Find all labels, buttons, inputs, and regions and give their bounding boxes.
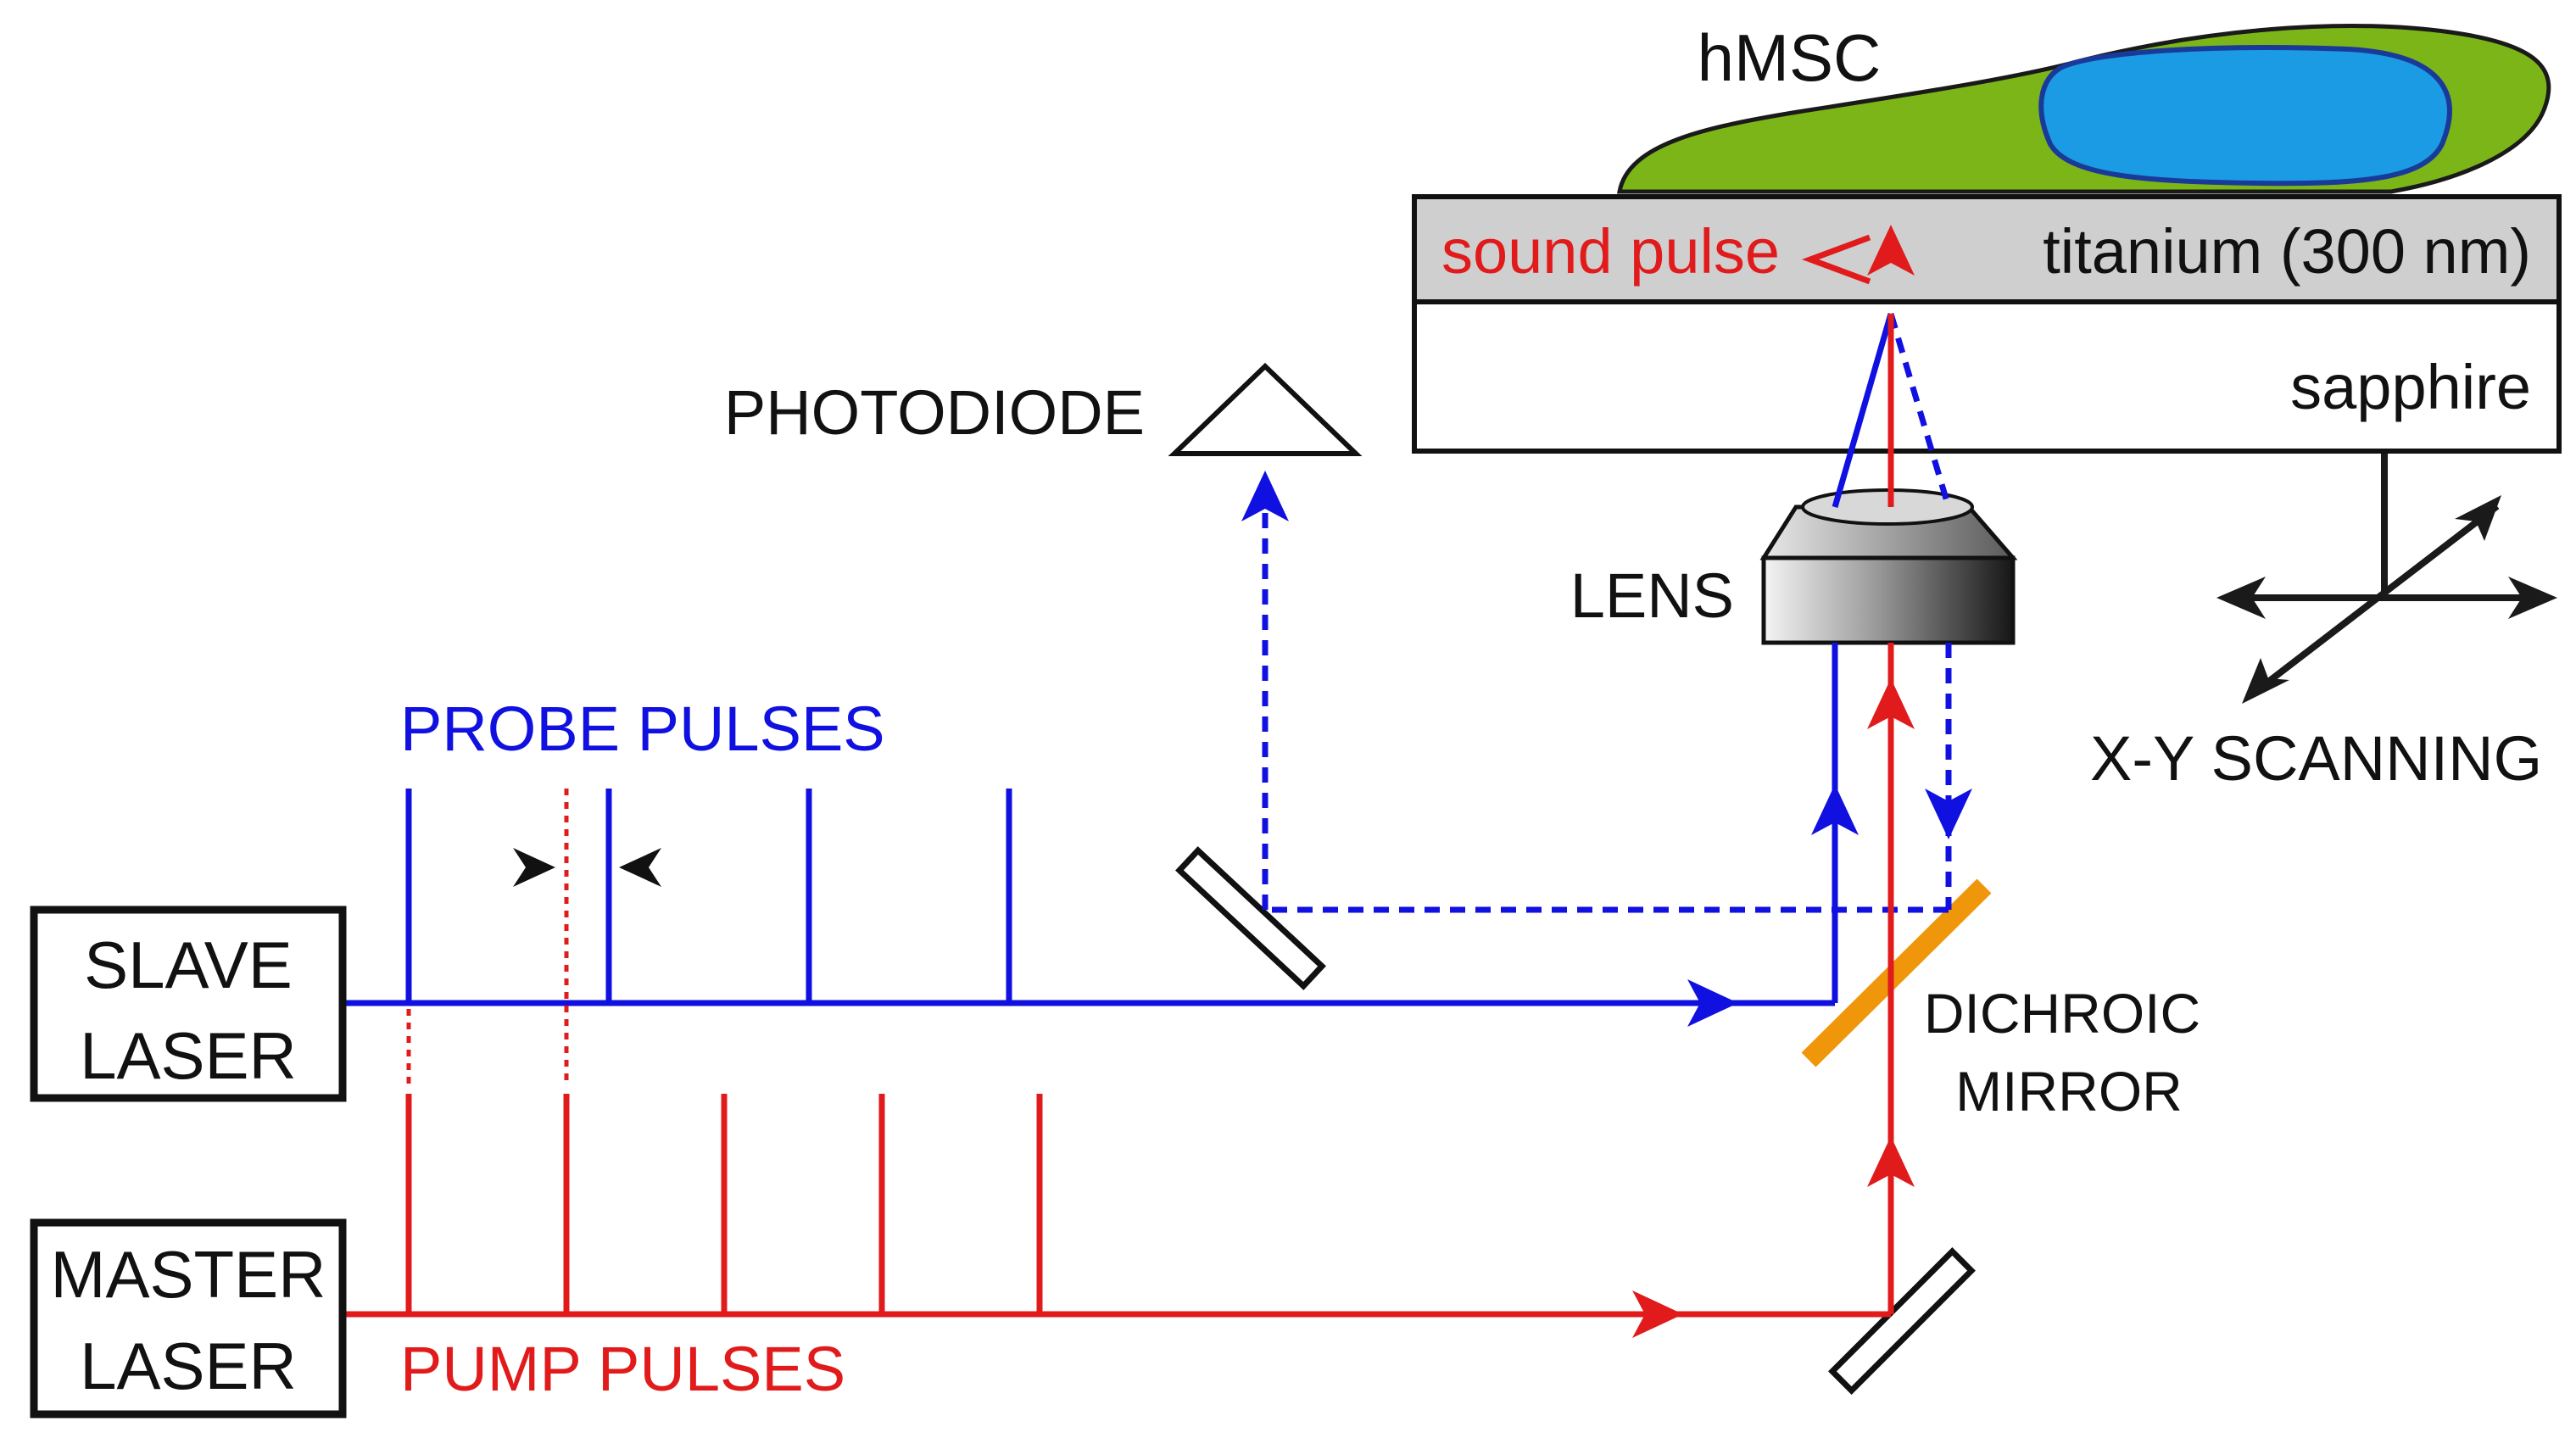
pump-timing-reference [406,789,569,1090]
slave-laser-label-line1: SLAVE [84,928,293,1002]
master-laser-label-line2: LASER [80,1329,297,1403]
dichroic-mirror [1801,878,1992,1067]
time-delay-markers [513,848,661,887]
master-laser-label-line1: MASTER [50,1237,326,1312]
probe-beam [343,313,1894,1006]
slave-laser-box [30,906,347,1102]
probe-return-mirror [1175,846,1326,990]
dichroic-label-line1: DICHROIC [1924,982,2200,1045]
xy-scanning-axes [2216,454,2557,704]
objective-lens-icon [1759,488,2018,645]
cell-label: hMSC [1698,20,1882,95]
dichroic-label-line2: MIRROR [1955,1060,2183,1123]
pump-arrowheads [1632,225,1915,1338]
titanium-layer [1412,194,2562,304]
master-laser-box [30,1218,347,1418]
titanium-label: titanium (300 nm) [2043,216,2531,287]
photodiode-icon [1168,362,1363,456]
probe-return-beam [1262,312,1952,913]
pump-pulses-label: PUMP PULSES [400,1334,845,1404]
sapphire-label: sapphire [2290,352,2531,422]
sound-pulse-label: sound pulse [1441,216,1780,287]
cell-nucleus [2038,45,2452,187]
probe-pulses-label: PROBE PULSES [400,694,885,764]
pump-turn-mirror [1828,1247,1976,1395]
probe-arrowheads [1241,471,1972,1027]
pump-beam [343,314,1894,1318]
lens-label: LENS [1570,560,1734,631]
sapphire-substrate [1412,299,2562,454]
photodiode-label: PHOTODIODE [724,377,1145,448]
sound-pulse-chevron [1801,234,1871,285]
xy-scanning-label: X-Y SCANNING [2090,723,2542,794]
slave-laser-label-line2: LASER [80,1018,297,1093]
